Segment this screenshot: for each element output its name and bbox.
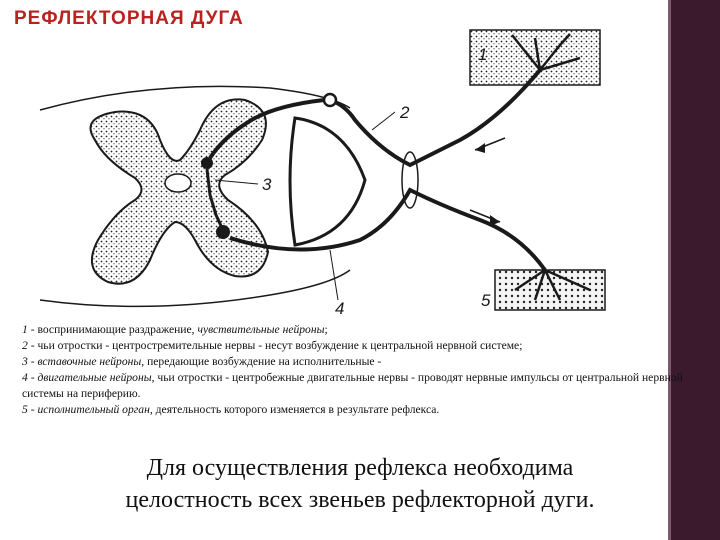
legend-item-5: 5 - исполнительный орган, деятельность к… [22,402,712,418]
legend-item-3: 3 - вставочные нейроны, передающие возбу… [22,354,712,370]
label-2: 2 [399,103,410,122]
legend-item-4: 4 - двигательные нейроны, чьи отростки -… [22,370,712,402]
label-4: 4 [335,299,344,318]
conclusion-text: Для осуществления рефлекса необходима це… [0,452,720,516]
label-3: 3 [262,175,272,194]
leader-line-3 [215,180,258,184]
conclusion-line-1: Для осуществления рефлекса необходима [0,452,720,484]
ganglion [290,118,365,245]
sensory-neuron-body [324,94,336,106]
interneuron-body [201,157,213,169]
reflex-arc-diagram: 1 2 3 4 5 [0,0,668,330]
conclusion-line-2: целостность всех звеньев рефлекторной ду… [0,484,720,516]
legend-item-2: 2 - чьи отростки - центростремительные н… [22,338,712,354]
motor-neuron-body [216,225,230,239]
label-1: 1 [478,45,487,64]
central-canal [165,174,191,192]
afferent-arrow-head [475,143,485,153]
legend-text: 1 - воспринимающие раздражение, чувствит… [22,322,712,418]
leader-line-2 [372,112,395,130]
motor-fiber [230,190,545,270]
label-5: 5 [481,291,491,310]
leader-line-4 [330,250,338,300]
legend-item-1: 1 - воспринимающие раздражение, чувствит… [22,322,712,338]
efferent-arrow-head [490,215,500,226]
